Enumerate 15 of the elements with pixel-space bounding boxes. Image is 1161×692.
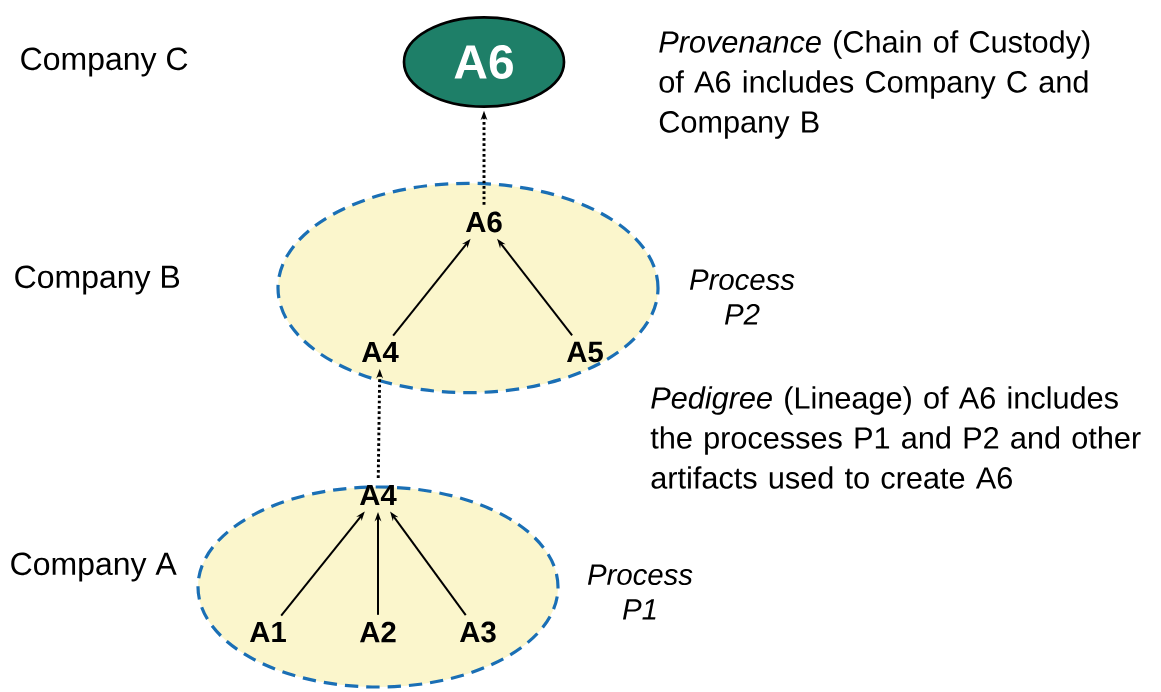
artifact-label: A3	[460, 621, 496, 643]
artifact-label: A5	[567, 341, 603, 363]
company-label: Company C	[21, 47, 188, 77]
process-label: Process P1	[587, 564, 693, 620]
artifact-label: A6	[466, 211, 502, 233]
artifact-label: A1	[250, 621, 286, 643]
company-label: Company B	[15, 265, 180, 295]
artifact-label: A2	[360, 621, 396, 643]
artifact-label: A4	[360, 484, 397, 506]
process-label: Process P2	[689, 269, 795, 325]
note-text: Pedigree (Lineage) of A6 includes the processes P1 and P2 and other artifacts used to create A6	[650, 386, 1141, 489]
note-text: Provenance (Chain of Custody) of A6 includes Company C and Company B	[659, 30, 1090, 139]
artifact-label: A4	[362, 341, 399, 363]
process-ellipse	[196, 485, 560, 689]
company-label: Company A	[11, 552, 177, 582]
